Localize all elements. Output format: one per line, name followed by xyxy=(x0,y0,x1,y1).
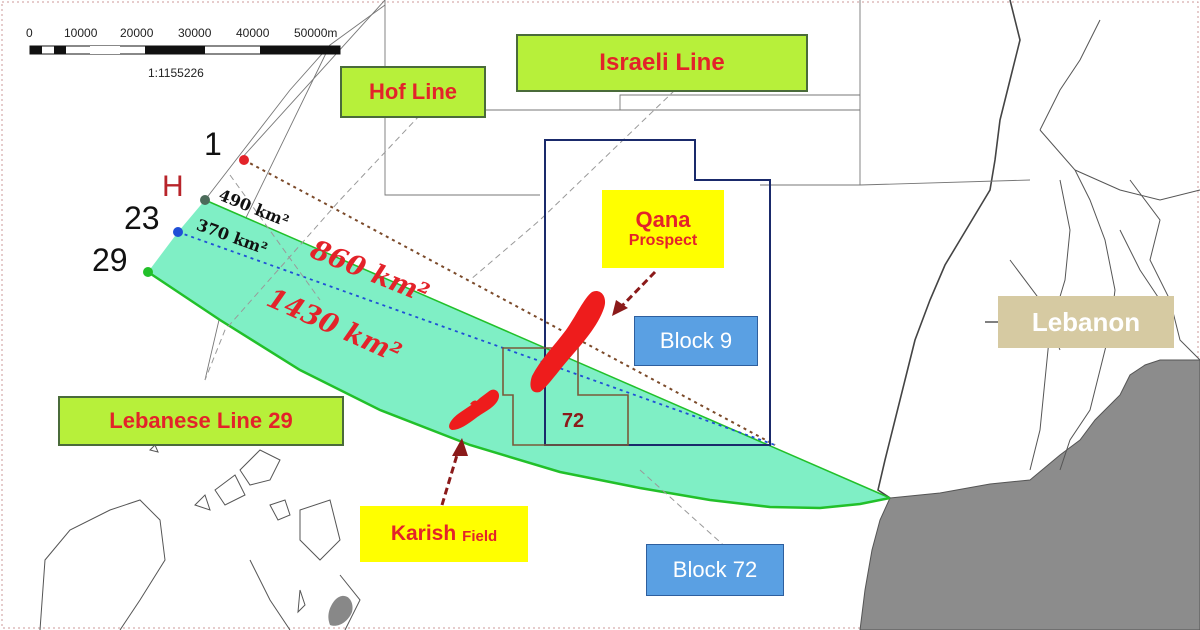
scale-tick-0: 0 xyxy=(26,26,33,40)
line-23 xyxy=(177,231,776,446)
line-29 xyxy=(147,270,891,510)
hof-line-label: Hof Line xyxy=(340,66,486,118)
point-h-label: H xyxy=(162,170,184,203)
line-1 xyxy=(243,159,776,446)
point-23-label: 23 xyxy=(124,200,160,236)
point-29-label: 29 xyxy=(92,242,128,278)
block-72-label: Block 72 xyxy=(646,544,784,596)
disputed-area xyxy=(148,200,890,508)
point-23-marker xyxy=(173,227,183,237)
karish-title: Karish xyxy=(390,521,457,545)
qana-arrow xyxy=(616,270,657,312)
hof-diagonal xyxy=(204,4,386,201)
line-h xyxy=(204,199,891,499)
karish-field-label: Karish Field xyxy=(360,506,528,562)
qana-title: Qana xyxy=(635,207,691,233)
scale-tick-40000: 40000 xyxy=(236,26,270,40)
block72-outline xyxy=(502,347,629,446)
gray-land xyxy=(859,359,1200,630)
point-29-marker xyxy=(143,267,153,277)
qana-arrowhead xyxy=(612,300,628,316)
karish-field xyxy=(449,389,500,430)
block-9-label: Block 9 xyxy=(634,316,758,366)
point-h-marker xyxy=(200,195,210,205)
israeli-line-label: Israeli Line xyxy=(516,34,808,92)
qana-prospect-label: Qana Prospect xyxy=(602,190,724,268)
karish-subtitle: Field xyxy=(462,528,498,546)
coastline xyxy=(877,0,1021,499)
island-shaded xyxy=(328,595,353,626)
point-1-label: 1 xyxy=(204,126,222,162)
point-1-marker xyxy=(239,155,249,165)
lebanese-line-29-label: Lebanese Line 29 xyxy=(58,396,344,446)
scale-bar xyxy=(29,45,341,55)
scale-ratio: 1:1155226 xyxy=(148,66,204,80)
qana-subtitle: Prospect xyxy=(628,232,698,250)
scale-tick-10000: 10000 xyxy=(64,26,98,40)
block-72-inner-label: 72 xyxy=(561,409,585,432)
scale-tick-20000: 20000 xyxy=(120,26,154,40)
scale-tick-30000: 30000 xyxy=(178,26,212,40)
block-grid xyxy=(239,0,1031,196)
leader-lines xyxy=(204,89,741,561)
karish-arrowhead xyxy=(452,438,468,456)
qana-prospect xyxy=(530,290,606,393)
scale-tick-50000m: 50000m xyxy=(294,26,338,40)
lebanon-label: Lebanon xyxy=(998,296,1174,348)
islands xyxy=(39,444,361,630)
